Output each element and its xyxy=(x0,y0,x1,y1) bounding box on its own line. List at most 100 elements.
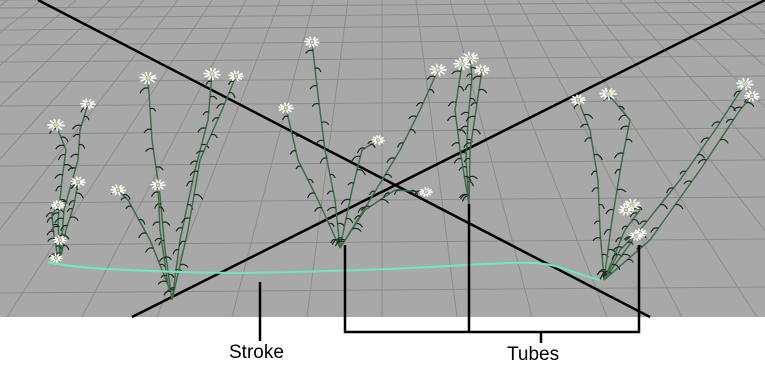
plant-leaf xyxy=(478,88,488,94)
plant-leaf xyxy=(415,102,424,107)
plant-leaf xyxy=(60,136,69,142)
plant-leaf xyxy=(472,75,482,81)
plant-leaf xyxy=(659,203,668,210)
plant-leaf xyxy=(145,147,154,153)
plant-leaf xyxy=(158,257,167,263)
daisy-flower xyxy=(618,204,634,216)
plant-leaf xyxy=(205,80,212,86)
grid-line xyxy=(0,1,765,9)
plant-leaf xyxy=(683,180,692,185)
plant-leaf xyxy=(295,165,302,170)
plant-leaf xyxy=(80,107,87,113)
daisy-flower xyxy=(53,235,67,245)
plant-stem xyxy=(157,184,169,286)
plant-leaf xyxy=(584,137,592,143)
daisy-flower xyxy=(70,176,86,188)
plant-leaf xyxy=(618,114,627,121)
plant-leaf xyxy=(639,220,647,225)
plant-leaf xyxy=(152,221,160,227)
plant-leaf xyxy=(75,192,84,199)
daisy-flower xyxy=(51,200,65,210)
plant-stem xyxy=(465,57,473,205)
grid-line xyxy=(0,0,145,160)
plant-leaf xyxy=(47,237,55,242)
plant-leaf xyxy=(629,212,638,218)
plant-leaf xyxy=(55,185,62,192)
plant-leaf xyxy=(120,197,127,201)
plant-leaf xyxy=(189,160,198,165)
plant-leaf xyxy=(719,138,729,144)
plant-leaf xyxy=(122,193,131,200)
plant-leaf xyxy=(700,137,710,143)
plant-leaf xyxy=(45,212,54,218)
plant-leaf xyxy=(216,103,225,109)
daisy-flower xyxy=(629,231,643,241)
plant-leaf xyxy=(467,180,475,187)
plant-leaf xyxy=(228,80,234,85)
grid-line xyxy=(0,55,765,63)
grid-line xyxy=(687,0,765,67)
plant-stem xyxy=(603,95,753,281)
plant-leaf xyxy=(337,222,345,227)
plant-leaf xyxy=(470,102,478,107)
plant-leaf xyxy=(185,180,193,187)
plant-leaf xyxy=(195,150,204,155)
plant-leaf xyxy=(408,115,417,120)
plant-leaf xyxy=(125,205,132,210)
plant-leaf xyxy=(314,67,322,73)
plant-leaf xyxy=(466,138,474,143)
plant-stem xyxy=(55,124,67,263)
tubes-bracket xyxy=(343,245,641,334)
plant-leaf xyxy=(428,88,435,94)
plant-leaf xyxy=(143,128,152,134)
plant-leaf xyxy=(307,192,315,199)
callout-lines xyxy=(258,204,641,343)
plant-leaf xyxy=(83,115,90,121)
plant-leaf xyxy=(144,247,154,253)
grid-line xyxy=(81,0,247,318)
plant-leaf xyxy=(410,189,419,196)
plant-leaf xyxy=(72,133,80,138)
plant-leaf xyxy=(627,241,634,245)
plant-leaf xyxy=(613,152,624,159)
daisy-flower xyxy=(623,198,641,212)
plant-stem xyxy=(171,73,213,301)
plant-leaf xyxy=(319,157,327,164)
daisy-flower xyxy=(599,87,617,101)
plant-leaf xyxy=(172,248,179,255)
daisy-flower xyxy=(203,67,221,81)
plant-leaf xyxy=(168,273,175,279)
plant-leaf xyxy=(178,240,186,247)
plant-leaf xyxy=(351,155,361,162)
grid-line xyxy=(0,99,765,107)
plant-leaf xyxy=(711,121,721,127)
grid-line xyxy=(415,0,458,318)
plant-leaf xyxy=(356,147,365,154)
plant-leaf xyxy=(228,91,236,99)
plant-leaf xyxy=(158,206,165,212)
plant-leaf xyxy=(605,208,614,215)
plant-leaf xyxy=(666,187,674,194)
plant-leaf xyxy=(615,237,622,243)
daisy-flower xyxy=(570,94,586,106)
plant-leaf xyxy=(209,95,218,100)
plant-leaf xyxy=(336,238,346,244)
plant-leaf xyxy=(453,157,462,164)
daisy-flower xyxy=(736,77,754,91)
plant-leaf xyxy=(57,153,66,161)
plant-leaf xyxy=(729,105,736,112)
plant-leaf xyxy=(674,203,684,210)
plant-leaf xyxy=(745,101,755,107)
stroke-curve[interactable] xyxy=(47,261,601,281)
plant-leaf xyxy=(597,268,606,275)
plant-leaf xyxy=(650,227,659,233)
plant-leaf xyxy=(60,224,68,231)
plant-leaf xyxy=(345,217,354,224)
plant-leaf xyxy=(282,115,289,121)
plant-leaf xyxy=(48,253,58,259)
plant-leaf xyxy=(625,237,635,241)
plant-leaf xyxy=(139,87,149,94)
grid-line xyxy=(6,0,213,318)
grid-line xyxy=(0,127,765,135)
daisy-flower xyxy=(47,118,65,132)
